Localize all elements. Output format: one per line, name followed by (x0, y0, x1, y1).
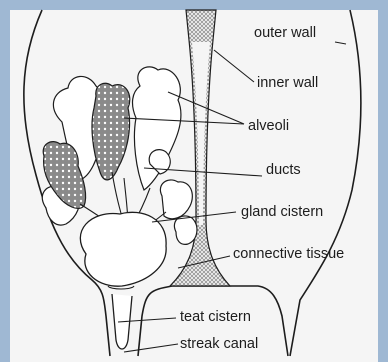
label-gland-cistern: gland cistern (241, 204, 323, 220)
label-alveoli: alveoli (248, 118, 289, 134)
gland-cistern (80, 212, 166, 286)
label-teat-cistern: teat cistern (180, 309, 251, 325)
label-outer-wall: outer wall (254, 25, 316, 41)
label-ducts: ducts (266, 162, 301, 178)
label-inner-wall: inner wall (257, 75, 318, 91)
label-connective-tissue: connective tissue (233, 246, 344, 262)
label-streak-canal: streak canal (180, 336, 258, 352)
